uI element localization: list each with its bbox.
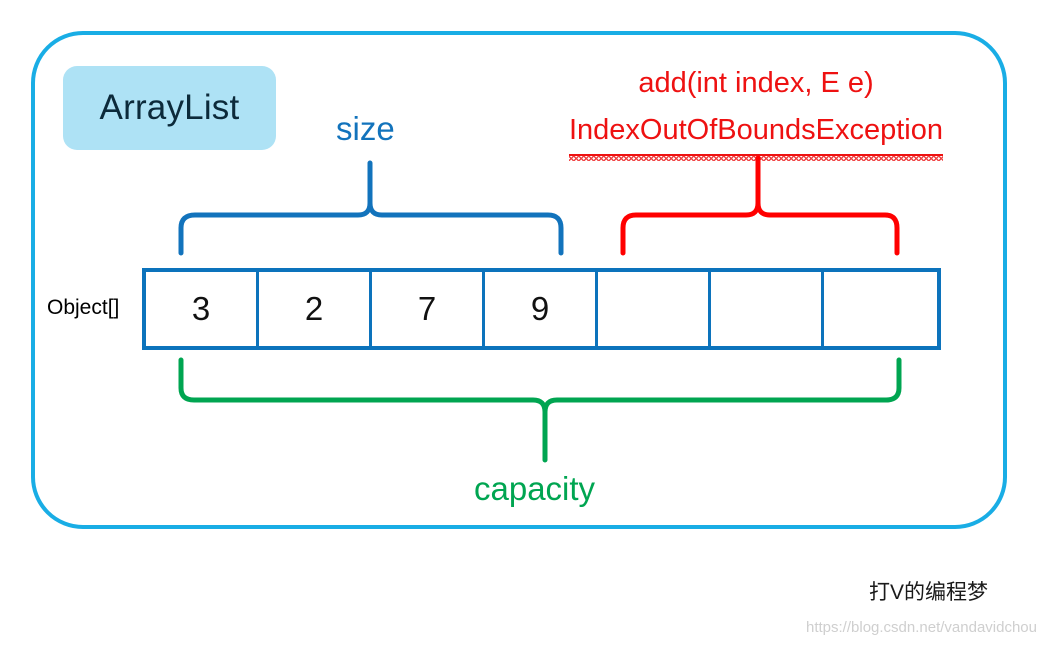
array-cell: 7 [372,272,485,346]
array-cell: 2 [259,272,372,346]
array-cell: 9 [485,272,598,346]
watermark-author: 打V的编程梦 [869,581,989,604]
exception-annotation: add(int index, E e) IndexOutOfBoundsExce… [516,60,996,161]
array-cell-empty [711,272,824,346]
array-type-label: Object[] [47,296,120,319]
object-array: 3 2 7 9 [142,268,941,350]
size-label: size [336,110,395,147]
exception-name: IndexOutOfBoundsException [568,107,944,161]
array-cell-empty [598,272,711,346]
exception-method-signature: add(int index, E e) [638,67,874,99]
capacity-label: capacity [474,470,596,507]
arraylist-chip: ArrayList [63,66,276,150]
array-cell: 3 [146,272,259,346]
arraylist-chip-label: ArrayList [99,88,240,127]
outer-frame [31,31,1007,529]
watermark-url: https://blog.csdn.net/vandavidchou [806,619,1037,636]
array-cell-empty [824,272,937,346]
